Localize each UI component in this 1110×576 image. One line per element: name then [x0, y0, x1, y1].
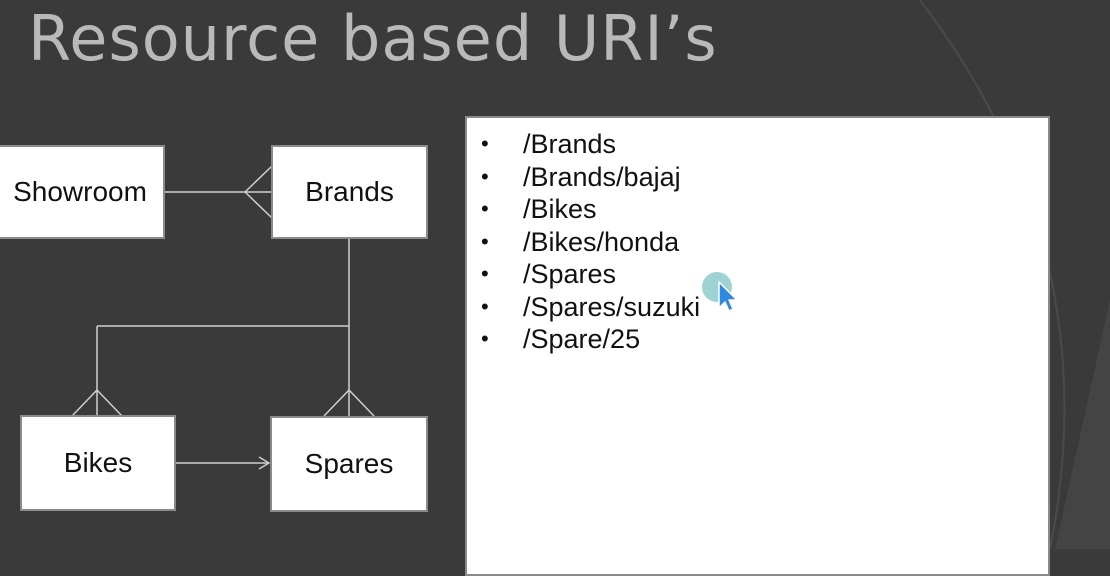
crowsfoot-spares-right: [348, 389, 375, 417]
uri-text: /Spare/25: [523, 324, 641, 354]
uri-text: /Brands: [523, 129, 617, 159]
uri-list-item: • /Brands/bajaj: [481, 161, 1048, 194]
crowsfoot-brands-top: [244, 165, 273, 193]
entity-spares-label: Spares: [304, 448, 394, 479]
bullet-icon: •: [481, 293, 489, 319]
entity-showroom[interactable]: Showroom: [0, 145, 165, 239]
mouse-pointer-icon: [702, 272, 738, 312]
crowsfoot-brands-bottom: [244, 191, 273, 219]
crowsfoot-spares-left: [323, 389, 350, 417]
uri-text: /Spares: [523, 259, 617, 289]
diagram-connectors: [71, 165, 375, 470]
uri-list-panel: • /Brands • /Brands/bajaj • /Bikes • /Bikes/…: [465, 116, 1050, 576]
bullet-icon: •: [481, 326, 489, 351]
entity-bikes-label: Bikes: [63, 447, 133, 478]
entity-showroom-label: Showroom: [13, 176, 147, 207]
crowsfoot-bikes-left: [71, 389, 98, 417]
bullet-icon: •: [481, 131, 489, 156]
entity-bikes[interactable]: Bikes: [20, 415, 176, 511]
bullet-icon: •: [481, 196, 489, 221]
uri-list-item: • /Spare/25: [481, 323, 1048, 356]
arrowhead-spares: [258, 456, 271, 470]
uri-list-item: • /Bikes/honda: [481, 226, 1048, 259]
uri-list: • /Brands • /Brands/bajaj • /Bikes • /Bikes/…: [467, 118, 1048, 356]
uri-list-item: • /Brands: [481, 128, 1048, 161]
bullet-icon: •: [481, 261, 489, 286]
crowsfoot-bikes-right: [96, 389, 123, 417]
uri-list-item: • /Spares/suzuki: [481, 291, 1048, 324]
uri-text: /Brands/bajaj: [523, 161, 681, 192]
entity-spares[interactable]: Spares: [270, 416, 428, 512]
entity-brands[interactable]: Brands: [271, 145, 428, 239]
uri-text: /Bikes/honda: [523, 226, 680, 257]
slide-title: Resource based URI’s: [28, 2, 718, 75]
uri-list-item: • /Spares: [481, 258, 1048, 291]
entity-brands-label: Brands: [305, 176, 394, 207]
uri-text: /Spares/suzuki: [523, 291, 701, 322]
cursor-arrow: [718, 281, 738, 312]
bullet-icon: •: [481, 228, 489, 254]
bullet-icon: •: [481, 163, 489, 189]
uri-list-item: • /Bikes: [481, 193, 1048, 226]
uri-text: /Bikes: [523, 194, 597, 224]
